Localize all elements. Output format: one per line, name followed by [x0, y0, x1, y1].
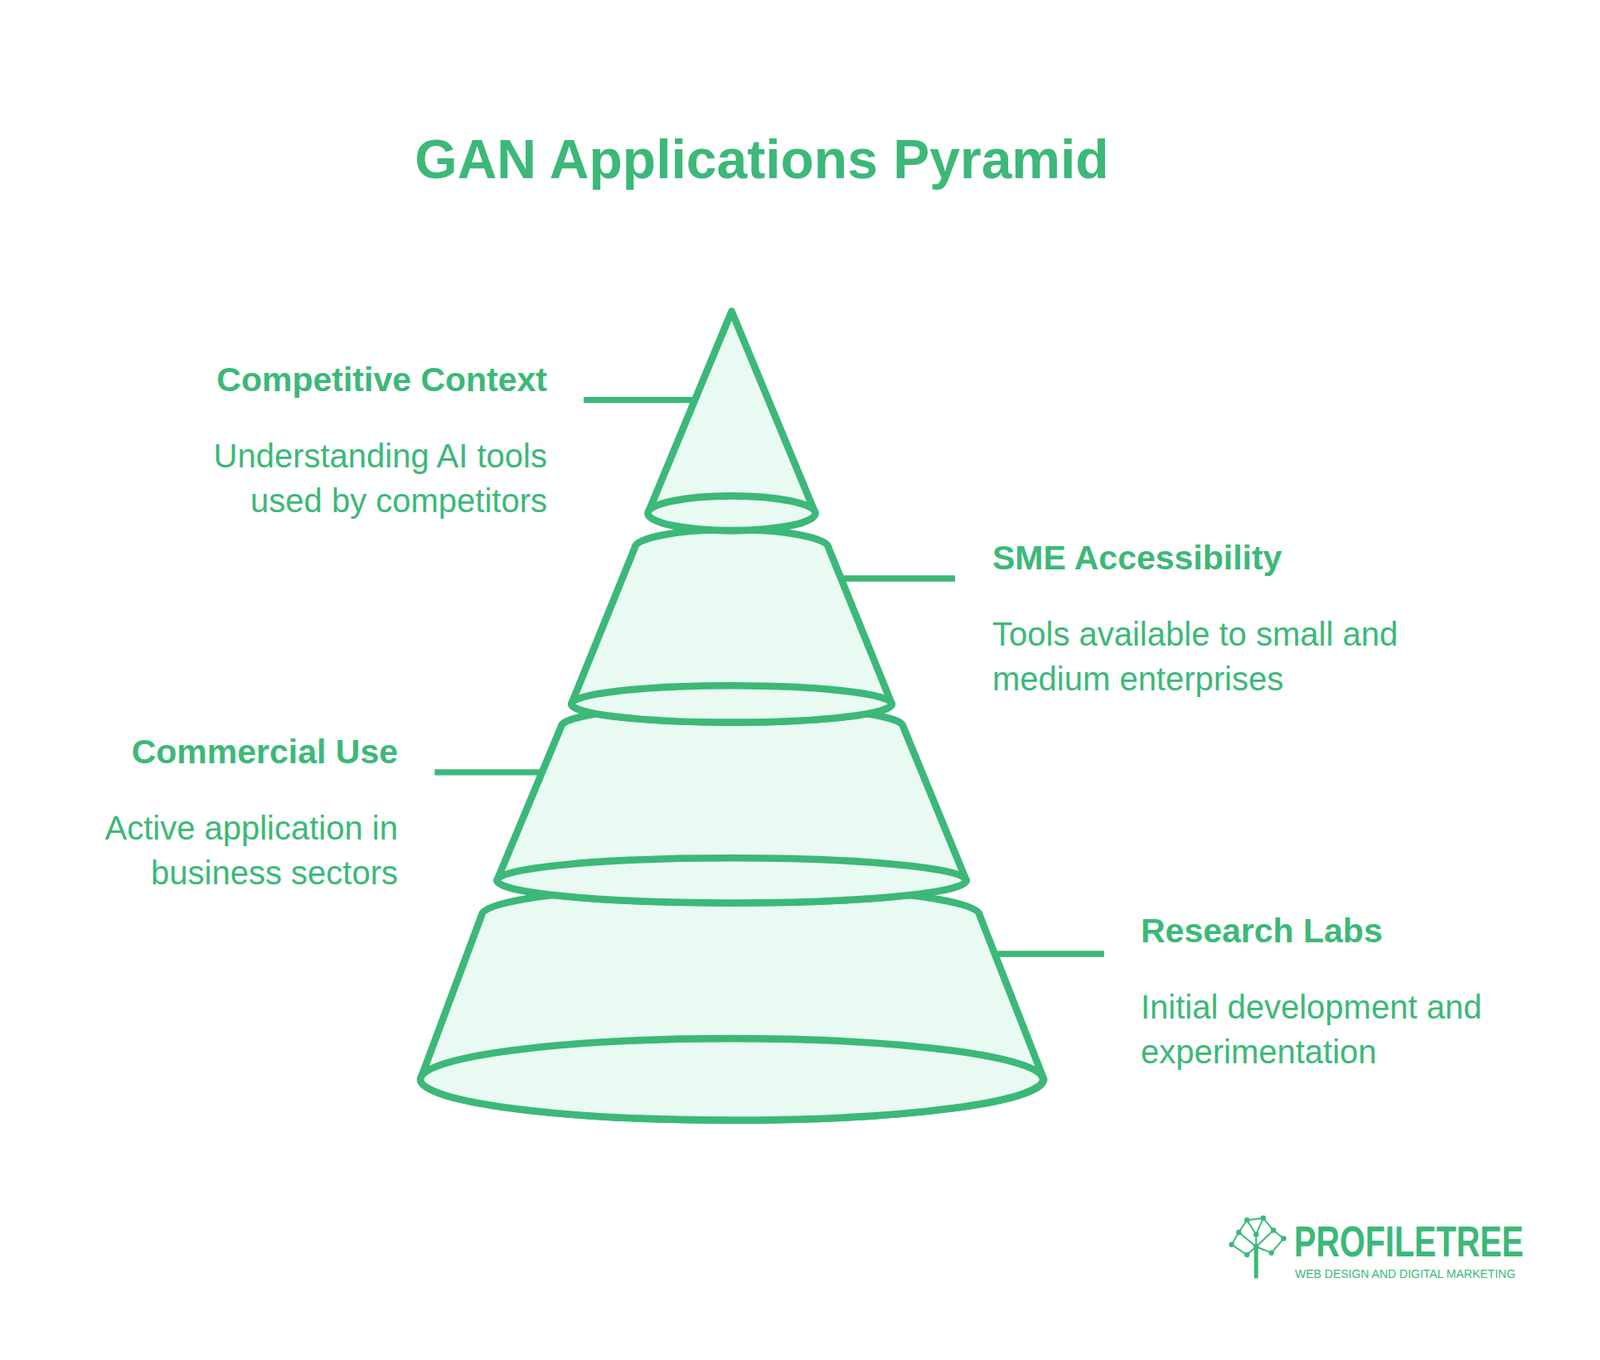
tier-heading: Commercial Use — [16, 732, 398, 773]
tier-rim — [571, 685, 892, 723]
tier-label: Research LabsInitial development and exp… — [1140, 911, 1556, 1075]
leader-line — [583, 397, 694, 403]
pyramid-tier — [496, 706, 966, 904]
leader-line — [434, 769, 541, 776]
tier-label: SME AccessibilityTools available to smal… — [992, 538, 1490, 702]
tier-description: Initial development and experimentation — [1140, 984, 1556, 1075]
leader-line — [997, 950, 1105, 957]
tier-rim — [420, 1038, 1043, 1120]
tier-heading: Competitive Context — [140, 359, 548, 401]
pyramid-tier — [571, 529, 892, 723]
logo-wordmark: PROFILETREE — [1294, 1218, 1524, 1266]
tier-heading: Research Labs — [1140, 911, 1556, 952]
logo-tree-icon — [1228, 1216, 1286, 1280]
tier-label: Commercial UseActive application in busi… — [16, 732, 398, 896]
tier-rim — [496, 858, 966, 903]
tier-description: Understanding AI tools used by competito… — [140, 433, 548, 524]
tier-rim — [648, 495, 816, 531]
tier-description: Active application in business sectors — [16, 805, 398, 896]
leader-line — [843, 575, 956, 582]
diagram-title: GAN Applications Pyramid — [414, 126, 1109, 193]
tier-description: Tools available to small and medium ente… — [992, 611, 1490, 702]
tier-heading: SME Accessibility — [992, 538, 1490, 579]
pyramid-tier — [420, 887, 1044, 1121]
tier-label: Competitive ContextUnderstanding AI tool… — [140, 359, 548, 524]
pyramid-tier — [648, 311, 816, 532]
logo-tagline: WEB DESIGN AND DIGITAL MARKETING — [1294, 1268, 1516, 1281]
